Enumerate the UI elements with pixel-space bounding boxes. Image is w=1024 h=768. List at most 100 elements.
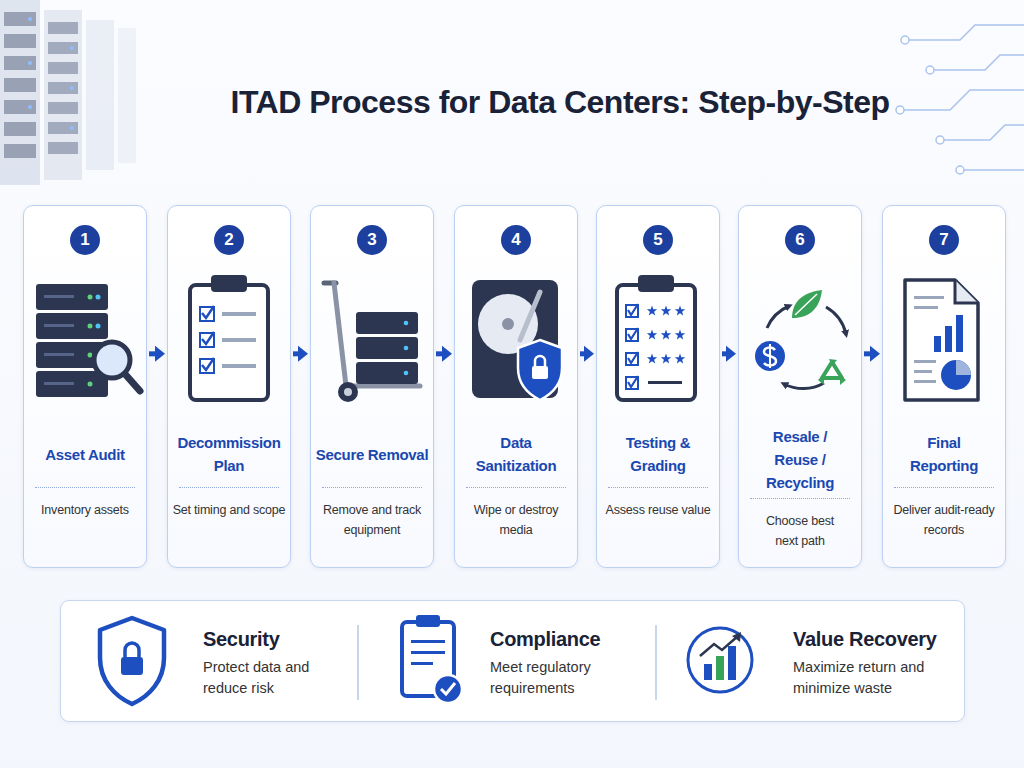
value-growth-icon-part bbox=[728, 646, 736, 680]
step-heading-area: Resale / Reuse / Recycling bbox=[739, 425, 861, 494]
server-rack-decoration-part bbox=[4, 34, 36, 48]
server-rack-decoration-part bbox=[48, 62, 78, 74]
summary-heading: Value Recovery bbox=[793, 626, 963, 652]
dotted-divider bbox=[750, 498, 850, 499]
server-rack-decoration-part bbox=[0, 0, 40, 185]
security-shield-icon bbox=[100, 618, 164, 704]
summary-heading: Compliance bbox=[490, 626, 640, 652]
server-rack-decoration-part bbox=[4, 100, 36, 114]
dotted-divider bbox=[894, 487, 994, 488]
server-rack-decoration bbox=[0, 0, 136, 185]
server-rack-decoration-part bbox=[4, 144, 36, 158]
dotted-divider bbox=[608, 487, 708, 488]
value-growth-icon bbox=[688, 628, 752, 692]
band-divider bbox=[655, 625, 657, 700]
compliance-clipboard-icon bbox=[402, 615, 462, 703]
step-heading: Testing & Grading bbox=[604, 431, 712, 477]
step-heading: Secure Removal bbox=[316, 443, 429, 466]
server-rack-decoration-part bbox=[70, 86, 74, 90]
step-number: 2 bbox=[224, 230, 233, 249]
dotted-divider bbox=[35, 487, 135, 488]
circuit-decoration-part bbox=[936, 136, 944, 144]
step-number: 4 bbox=[511, 230, 520, 249]
value-growth-icon-part bbox=[688, 628, 752, 692]
server-rack-decoration-part bbox=[28, 17, 32, 21]
summary-heading: Security bbox=[203, 626, 353, 652]
process-step-card: 4Data SanitizationWipe or destroy media bbox=[454, 205, 578, 568]
arrow-shaft bbox=[864, 351, 871, 356]
server-rack-decoration-part bbox=[48, 142, 78, 154]
server-rack-decoration-part bbox=[28, 61, 32, 65]
value-growth-icon-part bbox=[700, 636, 738, 656]
arrow-shaft bbox=[149, 351, 156, 356]
step-number: 7 bbox=[939, 230, 948, 249]
value-growth-icon-part bbox=[732, 632, 741, 642]
compliance-clipboard-icon-part bbox=[411, 662, 433, 665]
circuit-decoration-part bbox=[956, 166, 964, 174]
circuit-decoration-part bbox=[930, 55, 1024, 70]
value-growth-icon-part bbox=[704, 664, 712, 680]
flow-arrow bbox=[722, 346, 736, 362]
compliance-clipboard-icon-part bbox=[411, 651, 445, 654]
compliance-clipboard-icon-part bbox=[402, 622, 454, 696]
value-growth-icon-part bbox=[716, 656, 724, 680]
step-description: Wipe or destroy media bbox=[464, 500, 568, 540]
diagram-title: ITAD Process for Data Centers: Step-by-S… bbox=[130, 84, 990, 121]
flow-arrow bbox=[580, 346, 594, 362]
server-rack-decoration-part bbox=[118, 28, 136, 163]
arrow-head bbox=[442, 346, 452, 362]
security-shield-icon-part bbox=[100, 618, 164, 704]
server-rack-decoration-part bbox=[70, 126, 74, 130]
security-shield-icon-part bbox=[125, 643, 139, 657]
step-number-badge: 2 bbox=[214, 225, 244, 255]
server-rack-decoration-part bbox=[48, 122, 78, 134]
arrow-head bbox=[584, 346, 594, 362]
circuit-decoration-part bbox=[960, 169, 1024, 171]
step-heading: Data Sanitization bbox=[464, 431, 568, 477]
circuit-decoration-part bbox=[901, 36, 909, 44]
band-divider bbox=[357, 625, 359, 700]
arrow-shaft bbox=[722, 351, 727, 356]
compliance-clipboard-icon-part bbox=[441, 683, 455, 694]
step-number: 3 bbox=[367, 230, 376, 249]
dotted-divider bbox=[322, 487, 422, 488]
summary-text: Protect data and reduce risk bbox=[203, 657, 328, 699]
step-description: Deliver audit-ready records bbox=[884, 500, 1004, 540]
process-step-card: 3Secure RemovalRemove and track equipmen… bbox=[310, 205, 434, 568]
circuit-decoration-part bbox=[896, 106, 904, 114]
server-rack-decoration-part bbox=[48, 42, 78, 54]
process-step-card: 7Final ReportingDeliver audit-ready reco… bbox=[882, 205, 1006, 568]
summary-text: Maximize return and minimize waste bbox=[793, 657, 953, 699]
circuit-decoration-part bbox=[905, 25, 1024, 40]
summary-text: Meet regulatory requirements bbox=[490, 657, 610, 699]
server-rack-decoration-part bbox=[48, 82, 78, 94]
server-rack-decoration-part bbox=[4, 56, 36, 70]
step-heading-area: Secure Removal bbox=[311, 425, 433, 483]
flow-arrow bbox=[293, 346, 308, 362]
circuit-decoration bbox=[896, 25, 1024, 174]
server-rack-decoration-part bbox=[48, 22, 78, 34]
flow-arrow bbox=[864, 346, 880, 362]
step-heading: Final Reporting bbox=[898, 431, 990, 477]
step-description: Set timing and scope bbox=[173, 500, 286, 520]
circuit-decoration-part bbox=[926, 66, 934, 74]
server-rack-decoration-part bbox=[70, 46, 74, 50]
step-number-badge: 7 bbox=[929, 225, 959, 255]
step-number: 6 bbox=[795, 230, 804, 249]
server-rack-decoration-part bbox=[48, 102, 78, 114]
step-number-badge: 4 bbox=[501, 225, 531, 255]
step-number-badge: 5 bbox=[643, 225, 673, 255]
step-number-badge: 6 bbox=[785, 225, 815, 255]
arrow-head bbox=[155, 346, 165, 362]
process-step-card: 5Testing & GradingAssess reuse value bbox=[596, 205, 720, 568]
dotted-divider bbox=[466, 487, 566, 488]
summary-item: ComplianceMeet regulatory requirements bbox=[490, 626, 640, 699]
server-rack-decoration-part bbox=[28, 105, 32, 109]
arrow-shaft bbox=[436, 351, 443, 356]
summary-item: Value RecoveryMaximize return and minimi… bbox=[793, 626, 963, 699]
circuit-decoration-part bbox=[940, 125, 1024, 140]
process-step-card: 2Decommission PlanSet timing and scope bbox=[167, 205, 291, 568]
dotted-divider bbox=[179, 487, 279, 488]
step-heading-area: Decommission Plan bbox=[168, 425, 290, 483]
